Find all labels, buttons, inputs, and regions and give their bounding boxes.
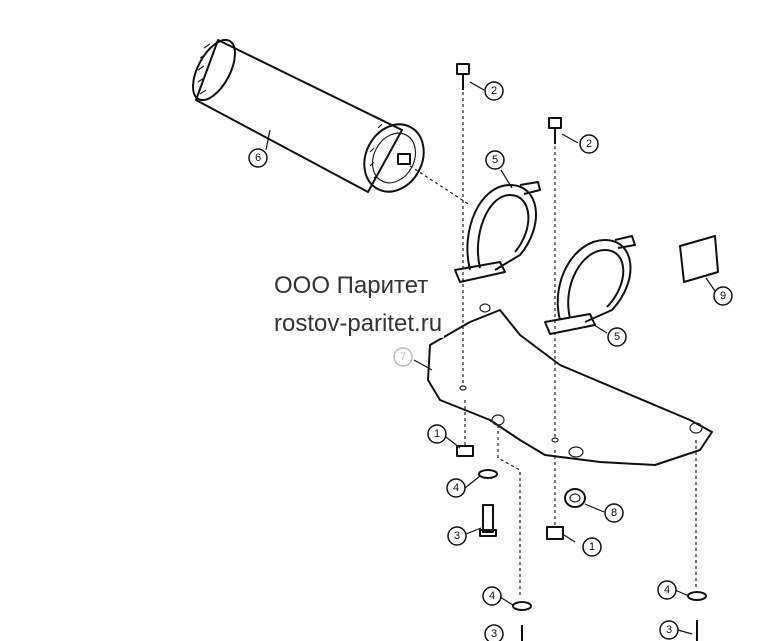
svg-text:1: 1 xyxy=(434,428,440,440)
callout-9: 9 xyxy=(713,286,733,306)
callout-3-bottom-center: 3 xyxy=(484,624,504,641)
leader-lines xyxy=(265,81,716,635)
bolt-part-a xyxy=(456,63,470,385)
bolt-part-b xyxy=(548,117,562,440)
callout-2-upper-right: 2 xyxy=(579,134,599,154)
callout-5-lower: 5 xyxy=(607,327,627,347)
svg-text:1: 1 xyxy=(589,541,595,553)
callout-3-left: 3 xyxy=(447,526,467,546)
callout-5-upper: 5 xyxy=(485,150,505,170)
callout-1-middle: 1 xyxy=(582,537,602,557)
callout-2-upper-left: 2 xyxy=(484,81,504,101)
svg-text:5: 5 xyxy=(614,331,620,343)
svg-text:4: 4 xyxy=(453,482,459,494)
hardware-left xyxy=(456,400,498,537)
label-plate-part xyxy=(679,235,719,283)
svg-text:9: 9 xyxy=(720,290,726,302)
svg-text:7: 7 xyxy=(400,351,406,363)
callout-7: 7 xyxy=(393,347,413,367)
callout-4-bottom-center: 4 xyxy=(482,586,502,606)
hardware-center xyxy=(497,425,532,641)
clamp-part-a xyxy=(454,181,541,283)
callout-1-left: 1 xyxy=(427,424,447,444)
callout-8: 8 xyxy=(604,503,624,523)
callout-4-bottom-right: 4 xyxy=(657,580,677,600)
svg-text:3: 3 xyxy=(454,530,460,542)
callout-6: 6 xyxy=(248,148,268,168)
callout-3-bottom-right: 3 xyxy=(659,620,679,640)
svg-text:4: 4 xyxy=(664,584,670,596)
cylinder-filter-part xyxy=(192,38,471,206)
callout-4-left: 4 xyxy=(446,478,466,498)
watermark-company: ООО Паритет xyxy=(272,272,431,300)
svg-text:8: 8 xyxy=(611,507,617,519)
svg-text:2: 2 xyxy=(586,138,592,150)
clamp-part-b xyxy=(544,235,636,335)
hardware-middle xyxy=(546,450,586,540)
watermark-site: rostov-paritet.ru xyxy=(272,310,445,338)
svg-text:3: 3 xyxy=(491,628,497,640)
svg-text:6: 6 xyxy=(255,152,261,164)
svg-text:4: 4 xyxy=(489,590,495,602)
base-plate-part xyxy=(427,303,713,466)
hardware-right xyxy=(687,440,707,641)
svg-text:5: 5 xyxy=(492,154,498,166)
svg-text:2: 2 xyxy=(491,85,497,97)
svg-text:3: 3 xyxy=(666,624,672,636)
